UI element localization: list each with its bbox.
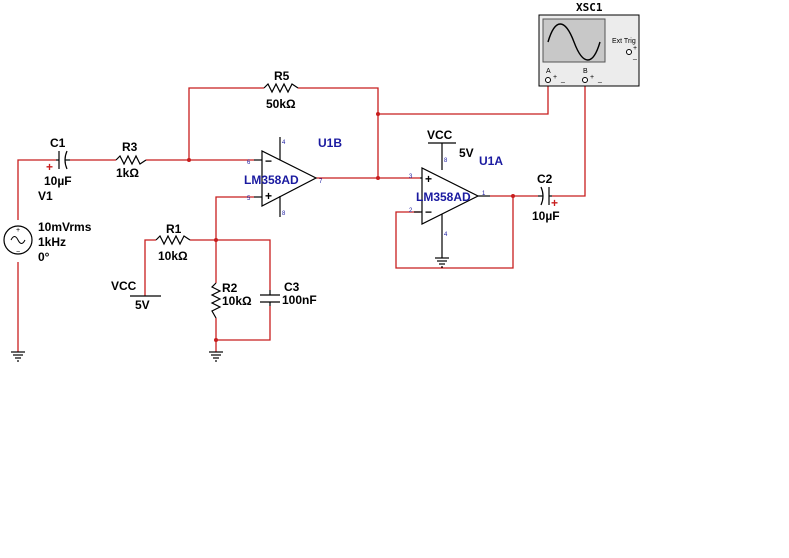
resistor-r1-symbol — [155, 234, 191, 246]
v1-minus: − — [16, 249, 20, 256]
c2-value: 10µF — [532, 209, 560, 223]
r5-ref: R5 — [274, 69, 290, 83]
scope-waveform — [547, 23, 601, 61]
vcc-top-value: 5V — [459, 146, 474, 160]
u1b-pin-noninv: 5 — [247, 196, 251, 202]
r2-ref: R2 — [222, 281, 238, 295]
resistor-r5-symbol — [263, 82, 299, 94]
ground-v1 — [11, 351, 25, 362]
capacitor-c2[interactable]: + C2 10µF — [532, 172, 560, 223]
voltage-source-v1[interactable]: + − V1 10mVrms 1kHz 0° — [3, 189, 92, 264]
scope-channel-b-plus: + — [590, 74, 594, 81]
wire-u1b-noninv[interactable] — [215, 196, 254, 240]
wires — [17, 84, 586, 352]
junction-u1b-out — [376, 176, 380, 180]
scope-ext-trig-terminal[interactable] — [626, 49, 632, 55]
u1a-pin-out: 1 — [482, 191, 486, 197]
wire-v1-to-c1[interactable] — [17, 159, 56, 220]
junction-r3-feedback — [187, 158, 191, 162]
scope-ref-label: XSC1 — [576, 1, 603, 14]
c3-ref: C3 — [284, 280, 300, 294]
c1-value: 10µF — [44, 174, 72, 188]
resistor-r2[interactable]: R2 10kΩ — [210, 281, 252, 319]
r3-value: 1kΩ — [116, 166, 139, 180]
oscilloscope-xsc1[interactable]: XSC1 Ext Trig + _ A + _ B + _ — [538, 1, 640, 87]
u1b-sign-plus: + — [265, 189, 272, 203]
u1a-pin-gnd: 4 — [444, 232, 448, 238]
u1b-sign-minus: − — [265, 154, 272, 168]
opamp-u1a[interactable]: + − LM358AD U1A 3 2 1 8 4 — [409, 154, 503, 258]
capacitor-c1[interactable]: + C1 10µF — [44, 136, 72, 188]
r1-ref: R1 — [166, 222, 182, 236]
u1a-pin-noninv: 3 — [409, 174, 413, 180]
u1b-pin-out: 7 — [319, 179, 323, 185]
scope-ext-trig-label: Ext Trig — [612, 38, 636, 45]
r3-ref: R3 — [122, 140, 138, 154]
u1a-sign-minus: − — [425, 205, 432, 219]
u1b-ref: U1B — [318, 136, 342, 150]
wire-feedback-right[interactable] — [298, 87, 379, 178]
capacitor-c3[interactable]: C3 100nF — [260, 280, 317, 307]
scope-channel-a-terminal[interactable] — [545, 77, 551, 83]
u1a-triangle — [421, 167, 480, 225]
wire-r1[interactable] — [144, 239, 156, 296]
r2-value: 10kΩ — [222, 294, 252, 308]
wire-c3-bottom[interactable] — [216, 306, 271, 341]
scope-channel-b-label: B — [583, 68, 588, 75]
scope-channel-b-terminal[interactable] — [582, 77, 588, 83]
r1-value: 10kΩ — [158, 249, 188, 263]
ground-u1a — [435, 257, 449, 268]
v1-plus: + — [16, 227, 20, 234]
u1b-pin-vcc: 4 — [282, 140, 286, 146]
scope-channel-a-label: A — [546, 68, 551, 75]
resistor-r5[interactable]: R5 50kΩ — [263, 69, 299, 111]
scope-channel-a-plus: + — [553, 74, 557, 81]
v1-symbol — [3, 225, 33, 255]
junction-scope-a — [376, 112, 380, 116]
u1a-sign-plus: + — [425, 172, 432, 186]
wire-u1a-feedback[interactable] — [395, 196, 514, 269]
c1-polarity: + — [46, 160, 53, 174]
u1b-pin-gnd: 8 — [282, 211, 286, 217]
c2-ref: C2 — [537, 172, 553, 186]
vcc-left-label: VCC — [111, 279, 137, 293]
u1a-ref: U1A — [479, 154, 503, 168]
v1-ref: V1 — [38, 189, 53, 203]
r5-value: 50kΩ — [266, 97, 296, 111]
u1b-pin-inv: 6 — [247, 160, 251, 166]
c2-polarity: + — [551, 196, 558, 210]
v1-sine-icon — [10, 236, 26, 244]
v1-phase: 0° — [38, 250, 50, 264]
junction-u1a-out — [511, 194, 515, 198]
u1a-pin-vcc: 8 — [444, 158, 448, 164]
u1b-model: LM358AD — [244, 173, 299, 187]
scope-channel-a-minus: _ — [560, 76, 565, 83]
vcc-source-top[interactable]: VCC 5V — [427, 128, 474, 170]
wire-feedback-left[interactable] — [188, 87, 264, 160]
wire-c2-to-scope-b[interactable] — [552, 84, 586, 197]
ground-r2 — [209, 340, 223, 362]
resistor-r1[interactable]: R1 10kΩ — [155, 222, 191, 263]
u1a-pin-inv: 2 — [409, 208, 413, 214]
c1-ref: C1 — [50, 136, 66, 150]
v1-amplitude: 10mVrms — [38, 220, 92, 234]
junction-r1-r2 — [214, 238, 218, 242]
resistor-r3[interactable]: R3 1kΩ — [115, 140, 147, 180]
u1b-triangle — [261, 150, 318, 207]
scope-ext-trig-minus: _ — [632, 53, 637, 60]
scope-channel-b-minus: _ — [597, 76, 602, 83]
opamp-u1b[interactable]: − + LM358AD U1B 6 5 7 4 8 — [244, 136, 342, 217]
vcc-left-value: 5V — [135, 298, 150, 312]
resistor-r3-symbol — [115, 154, 147, 166]
vcc-source-left[interactable]: VCC 5V — [111, 279, 161, 312]
scope-ext-trig-plus: + — [633, 45, 637, 52]
wire-to-scope-a[interactable] — [378, 84, 549, 115]
v1-frequency: 1kHz — [38, 235, 66, 249]
c3-value: 100nF — [282, 293, 317, 307]
vcc-top-label: VCC — [427, 128, 453, 142]
u1a-model: LM358AD — [416, 190, 471, 204]
resistor-r2-symbol — [210, 282, 222, 319]
